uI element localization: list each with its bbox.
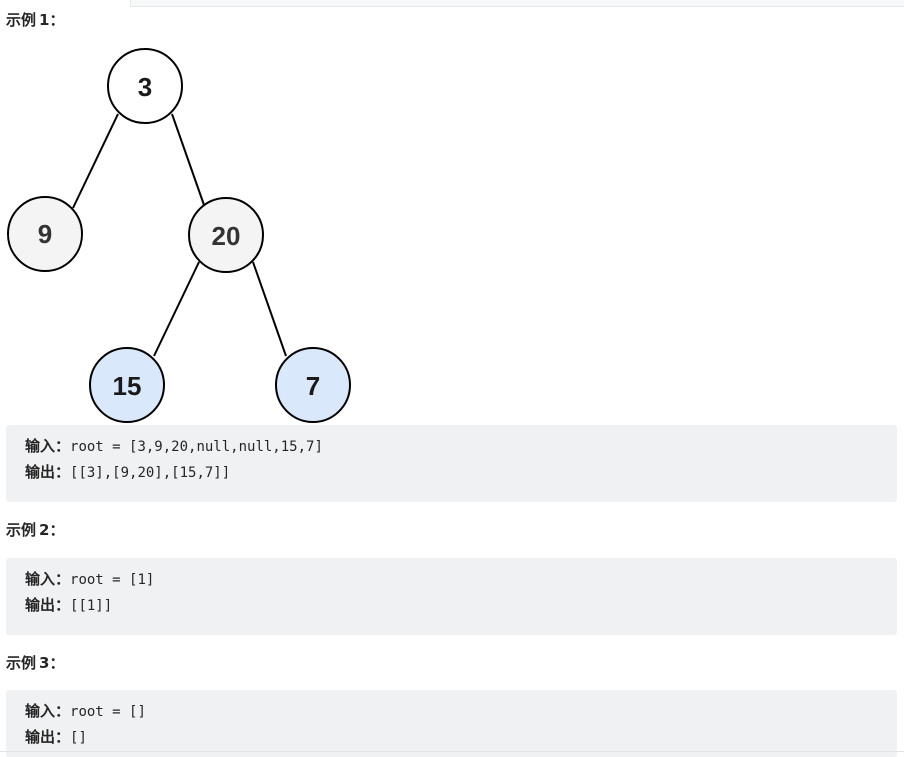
- example-3-number: 3: [39, 654, 50, 672]
- example-1-output-line: 输出：[[3],[9,20],[15,7]]: [25, 459, 897, 485]
- tree-node-20-circle: [188, 197, 264, 273]
- edge-3-to-20: [171, 113, 205, 206]
- example-1-input-value: root = [3,9,20,null,null,15,7]: [70, 439, 323, 455]
- example-3-input-value: root = []: [70, 704, 146, 720]
- example-1-number: 1: [39, 11, 50, 29]
- tree-node-7-label: 7: [306, 371, 320, 401]
- tree-node-15-circle: [89, 347, 165, 423]
- example-2-number: 2: [39, 521, 50, 539]
- bottom-divider: [0, 751, 904, 752]
- example-3-colon: ：: [49, 654, 65, 672]
- example-1-colon: ：: [49, 11, 65, 29]
- top-panel-edge: [130, 0, 904, 7]
- tree-node-7: 7: [275, 347, 351, 423]
- example-2-input-label: 输入：: [25, 570, 71, 588]
- example-1-code-block: 输入：root = [3,9,20,null,null,15,7] 输出：[[3…: [6, 425, 897, 502]
- tree-node-9-label: 9: [38, 219, 52, 249]
- tree-node-15: 15: [89, 347, 165, 423]
- example-1-heading-text: 示例: [6, 11, 37, 29]
- tree-node-20-label: 20: [212, 221, 241, 251]
- example-2-input-value: root = [1]: [70, 572, 155, 588]
- tree-node-7-circle: [275, 347, 351, 423]
- tree-node-3-circle: [107, 48, 183, 124]
- tree-node-9: 9: [7, 196, 83, 272]
- example-3-output-line: 输出：[]: [25, 724, 897, 750]
- example-1-input-line: 输入：root = [3,9,20,null,null,15,7]: [25, 433, 897, 459]
- example-3-heading-text: 示例: [6, 654, 37, 672]
- example-2-output-label: 输出：: [25, 596, 71, 614]
- example-3-output-value: []: [70, 730, 87, 746]
- example-1-output-value: [[3],[9,20],[15,7]]: [70, 465, 231, 481]
- binary-tree-diagram: 3 9 20 15 7: [7, 48, 351, 423]
- example-3-output-label: 输出：: [25, 728, 71, 746]
- example-2-input-line: 输入：root = [1]: [25, 566, 897, 592]
- tree-node-3-label: 3: [138, 72, 152, 102]
- example-1-output-label: 输出：: [25, 463, 71, 481]
- example-3-input-line: 输入：root = []: [25, 698, 897, 724]
- example-2-colon: ：: [49, 521, 65, 539]
- tree-node-9-circle: [7, 196, 83, 272]
- edge-20-to-7: [252, 261, 287, 357]
- example-2-heading-text: 示例: [6, 521, 37, 539]
- example-3-input-label: 输入：: [25, 702, 71, 720]
- example-3-code-block: 输入：root = [] 输出：[]: [6, 690, 897, 757]
- tree-node-3: 3: [107, 48, 183, 124]
- tree-node-20: 20: [188, 197, 264, 273]
- example-1-input-label: 输入：: [25, 437, 71, 455]
- tree-node-15-label: 15: [113, 371, 142, 401]
- example-2-code-block: 输入：root = [1] 输出：[[1]]: [6, 558, 897, 635]
- example-2-output-value: [[1]]: [70, 598, 113, 614]
- edge-3-to-9: [72, 113, 119, 209]
- edge-20-to-15: [153, 261, 200, 357]
- tree-edges: [72, 113, 287, 357]
- example-2-output-line: 输出：[[1]]: [25, 592, 897, 618]
